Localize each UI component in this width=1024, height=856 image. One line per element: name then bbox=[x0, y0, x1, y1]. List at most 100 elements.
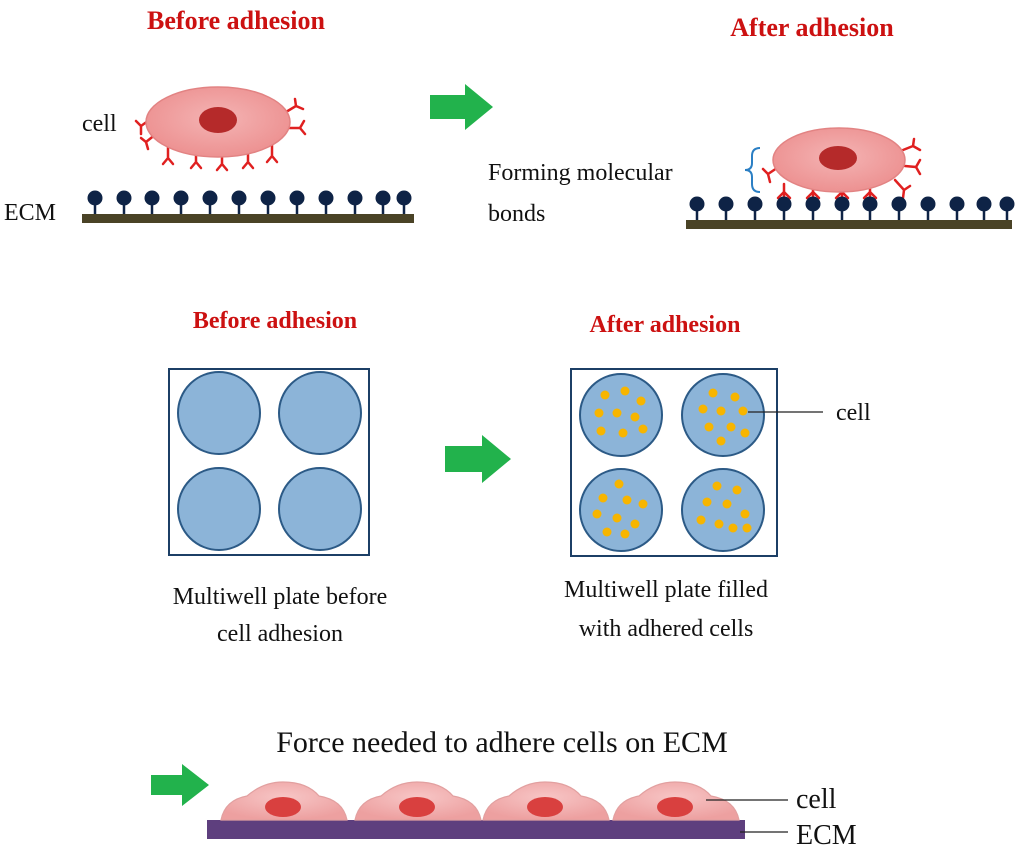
adhered-cell-dot bbox=[596, 426, 606, 436]
ligand-head bbox=[834, 196, 850, 212]
panel-multiwell-before: Before adhesion Multiwell plate before c… bbox=[168, 308, 388, 647]
after-adhesion-title: After adhesion bbox=[590, 312, 741, 338]
receptor bbox=[284, 97, 305, 114]
adhered-cell-dot bbox=[618, 428, 628, 438]
ligand-head bbox=[862, 196, 878, 212]
ligand-head bbox=[289, 190, 305, 206]
adhered-cell-dot bbox=[740, 509, 750, 519]
well bbox=[278, 371, 362, 455]
receptor bbox=[901, 137, 922, 152]
ligand-head bbox=[920, 196, 936, 212]
adhered-cell-dot bbox=[612, 408, 622, 418]
adhered-cell-dot bbox=[702, 497, 712, 507]
ecm-bar bbox=[207, 820, 745, 839]
ecm-bar bbox=[82, 214, 414, 223]
panel-multiwell-after: After adhesion cell Multiwell plate fill… bbox=[564, 312, 871, 642]
cell-label: cell bbox=[836, 400, 871, 426]
ligand-head bbox=[318, 190, 334, 206]
ligand-head bbox=[87, 190, 103, 206]
green-arrow-icon bbox=[430, 84, 493, 130]
plate-caption-line1: Multiwell plate filled bbox=[564, 577, 768, 603]
well bbox=[177, 467, 261, 551]
panel-molecular-after: After adhesion Forming molecular bonds bbox=[488, 13, 1015, 229]
adhered-cell-dot bbox=[602, 527, 612, 537]
green-arrow-icon bbox=[151, 764, 209, 806]
ecm-bar bbox=[686, 220, 1012, 229]
well-group bbox=[177, 371, 362, 551]
panel-force: Force needed to adhere cells on ECM cell… bbox=[151, 726, 857, 851]
cell-nucleus bbox=[819, 146, 857, 170]
adhered-cell-dot bbox=[716, 436, 726, 446]
adhered-cell-dot bbox=[630, 412, 640, 422]
adhered-cell-dot bbox=[696, 515, 706, 525]
panel-molecular-before: Before adhesion cell ECM bbox=[4, 6, 414, 226]
receptor bbox=[805, 190, 821, 200]
cell-nucleus bbox=[527, 797, 563, 817]
adhered-cell-dot bbox=[742, 523, 752, 533]
cell-nucleus bbox=[657, 797, 693, 817]
adhered-cell-dot bbox=[598, 493, 608, 503]
ligand-head bbox=[689, 196, 705, 212]
cell-nucleus bbox=[199, 107, 237, 133]
receptor bbox=[903, 158, 922, 176]
adhered-cell-dot bbox=[614, 479, 624, 489]
adhered-cell-dot bbox=[730, 392, 740, 402]
well bbox=[278, 467, 362, 551]
receptor-group bbox=[134, 97, 307, 172]
ligand-head bbox=[116, 190, 132, 206]
ecm-label: ECM bbox=[4, 200, 56, 226]
force-title: Force needed to adhere cells on ECM bbox=[276, 726, 728, 759]
ligand-head bbox=[776, 196, 792, 212]
well bbox=[579, 468, 663, 552]
before-adhesion-title: Before adhesion bbox=[147, 6, 325, 35]
adhered-cell-dot bbox=[716, 406, 726, 416]
flat-cell-group bbox=[220, 781, 740, 821]
ligand-head bbox=[396, 190, 412, 206]
well bbox=[177, 371, 261, 455]
ligand-head bbox=[231, 190, 247, 206]
bond-group bbox=[761, 137, 922, 200]
cell-label: cell bbox=[82, 111, 117, 137]
ligand-head bbox=[805, 196, 821, 212]
before-adhesion-title: Before adhesion bbox=[193, 308, 357, 334]
receptor bbox=[776, 190, 792, 200]
receptor bbox=[893, 178, 912, 200]
cell-label: cell bbox=[796, 784, 837, 815]
ligand-head bbox=[202, 190, 218, 206]
cell-nucleus bbox=[399, 797, 435, 817]
adhered-cell-dot bbox=[594, 408, 604, 418]
brace-icon bbox=[744, 147, 761, 193]
adhered-cell-dot bbox=[630, 519, 640, 529]
ligand-head bbox=[173, 190, 189, 206]
ligand-group bbox=[87, 190, 412, 214]
adhered-cell-dot bbox=[612, 513, 622, 523]
ligand-head bbox=[976, 196, 992, 212]
green-arrow-icon bbox=[445, 435, 511, 483]
adhered-cell-dot bbox=[740, 428, 750, 438]
adhered-cell-dot bbox=[712, 481, 722, 491]
adhered-cell-dot bbox=[728, 523, 738, 533]
adhered-cell-dot bbox=[704, 422, 714, 432]
plate-caption-line1: Multiwell plate before bbox=[173, 584, 388, 610]
ecm-label: ECM bbox=[796, 820, 857, 851]
cell-nucleus bbox=[265, 797, 301, 817]
adhered-cell-dot bbox=[738, 406, 748, 416]
ligand-head bbox=[747, 196, 763, 212]
adhered-cell-dot bbox=[622, 495, 632, 505]
ligand-head bbox=[718, 196, 734, 212]
ligand-head bbox=[891, 196, 907, 212]
ligand-head bbox=[347, 190, 363, 206]
adhered-cell-dot bbox=[714, 519, 724, 529]
bond-label-line1: Forming molecular bbox=[488, 160, 673, 186]
plate-caption-line2: with adhered cells bbox=[579, 616, 754, 642]
receptor bbox=[287, 119, 307, 136]
adhered-cell-dot bbox=[600, 390, 610, 400]
adhered-cell-dot bbox=[722, 499, 732, 509]
receptor bbox=[862, 190, 878, 200]
adhered-cell-dot bbox=[636, 396, 646, 406]
plate-caption-line2: cell adhesion bbox=[217, 621, 343, 647]
adhered-cell-dot bbox=[620, 529, 630, 539]
adhered-cell-dot bbox=[638, 424, 648, 434]
well bbox=[681, 468, 765, 552]
